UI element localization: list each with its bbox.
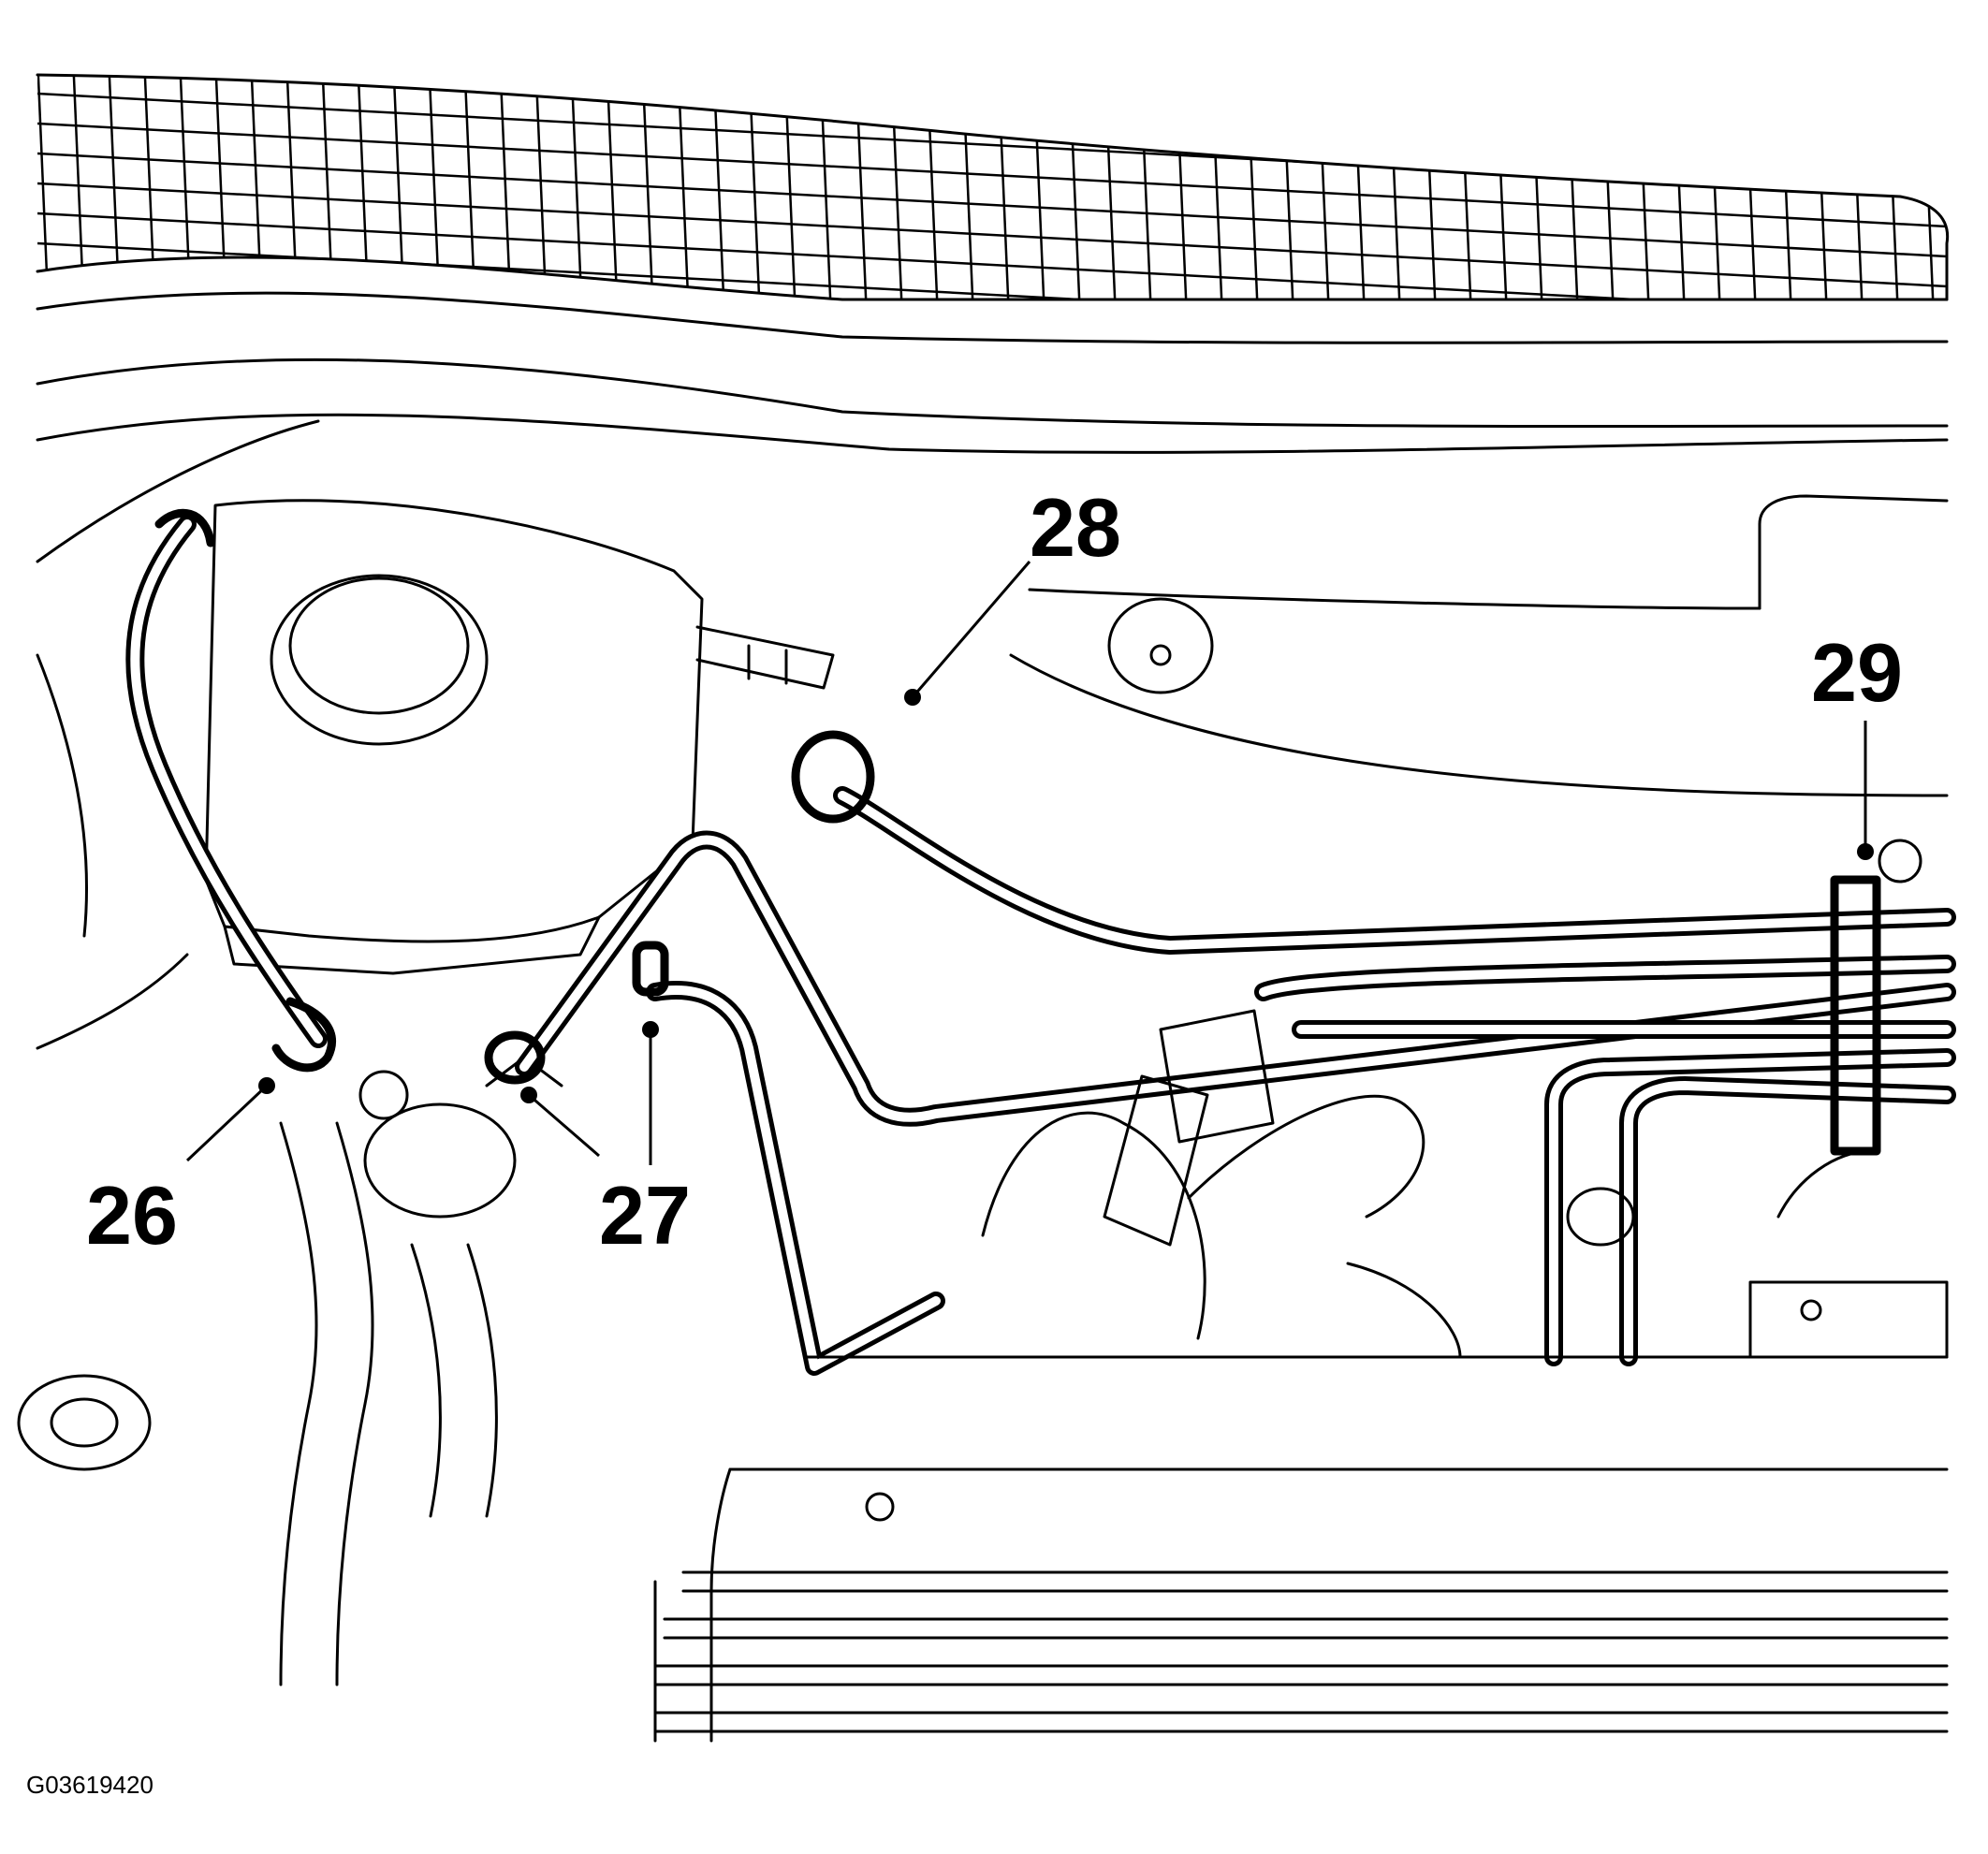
- grille-bar: [1458, 75, 1473, 299]
- pipe-fittings: [484, 730, 1275, 1247]
- grille-bar: [996, 75, 1011, 299]
- engine-cover: [653, 1355, 1949, 1743]
- grille-bar: [1138, 75, 1153, 299]
- grille-bar: [142, 75, 157, 299]
- grille-bar: [37, 75, 51, 299]
- grille-bar: [1494, 75, 1509, 299]
- grille-bar: [1743, 75, 1758, 299]
- grille-bar: [960, 75, 975, 299]
- callout-26: 26: [86, 1169, 178, 1262]
- grille-bar: [213, 75, 228, 299]
- brake-fluid-reservoir: [204, 499, 835, 975]
- grille-bar: [747, 75, 762, 299]
- grille-rib: [37, 182, 1948, 288]
- grille-bar: [818, 75, 833, 299]
- grille-bar: [1352, 75, 1367, 299]
- callout-29: 29: [1811, 626, 1903, 719]
- grille-bar: [1565, 75, 1580, 299]
- brake-pipes: [515, 786, 1956, 1376]
- grille-bar: [285, 75, 300, 299]
- grille-bar: [1423, 75, 1438, 299]
- bolts: [358, 597, 1635, 1522]
- grille-bar: [249, 75, 264, 299]
- grille-bar: [925, 75, 940, 299]
- grille-bar: [1601, 75, 1615, 299]
- callout-27: 27: [599, 1169, 691, 1262]
- grille-bar: [569, 75, 584, 299]
- grille-bar: [356, 75, 371, 299]
- callout-leaders: [185, 561, 1874, 1165]
- grille-bar: [1636, 75, 1651, 299]
- grille-bar: [1280, 75, 1295, 299]
- grille-bar: [889, 75, 904, 299]
- grille-bar: [782, 75, 797, 299]
- grille-bar: [178, 75, 193, 299]
- callout-28: 28: [1030, 481, 1121, 574]
- grille-bar: [854, 75, 869, 299]
- grille-bar: [1529, 75, 1544, 299]
- body-panel-contours: [36, 291, 1949, 1050]
- reservoir-hose: [125, 508, 336, 1073]
- grille-bar: [320, 75, 335, 299]
- grille-bar: [1174, 75, 1189, 299]
- grille-bar: [1387, 75, 1402, 299]
- grille-bar: [1067, 75, 1082, 299]
- grille-bar: [391, 75, 406, 299]
- grille-bar: [1885, 75, 1900, 299]
- grille-bar: [462, 75, 477, 299]
- grille-bar: [427, 75, 442, 299]
- grille-bar: [1921, 75, 1936, 299]
- lower-hoses: [17, 1056, 563, 1686]
- grille-bar: [1316, 75, 1331, 299]
- grille-rib: [37, 152, 1948, 258]
- grille-bar: [1849, 75, 1864, 299]
- pipe-bracket: [1830, 839, 1922, 1156]
- grille-bar: [1103, 75, 1118, 299]
- grille-rib: [37, 92, 1948, 198]
- figure-code: G03619420: [26, 1771, 153, 1799]
- cowl-grille-mesh: [36, 73, 1950, 301]
- grille-rib: [37, 122, 1948, 228]
- grille-bar: [1672, 75, 1687, 299]
- grille-bar: [1031, 75, 1046, 299]
